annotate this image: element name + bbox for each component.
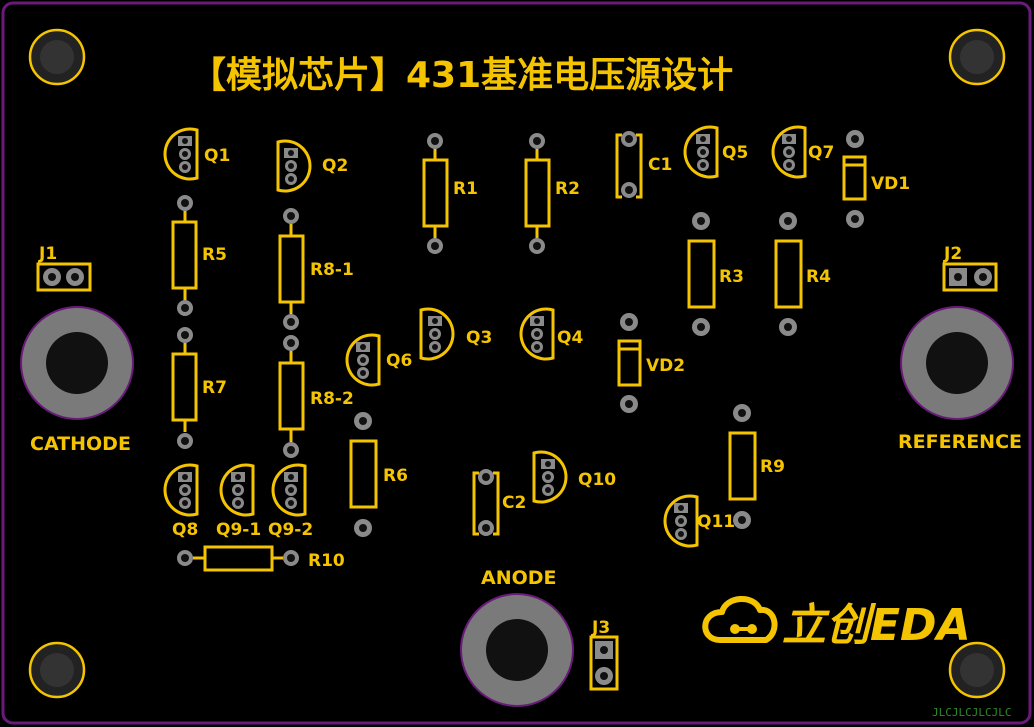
connector-j3[interactable]	[589, 635, 619, 691]
transistor-q8[interactable]	[163, 463, 199, 517]
resistor-r1[interactable]	[422, 133, 449, 254]
r1-label: R1	[453, 179, 478, 199]
vd2-label: VD2	[646, 356, 685, 376]
c1-label: C1	[648, 155, 672, 175]
board-title: 【模拟芯片】431基准电压源设计	[190, 55, 733, 96]
r3-label: R3	[719, 267, 744, 287]
diode-vd2[interactable]	[617, 313, 642, 413]
q7-label: Q7	[808, 143, 834, 163]
capacitor-c1[interactable]	[615, 131, 643, 199]
mounting-hole-bottom-left	[28, 641, 86, 699]
board-marks: JLCJLCJLCJLC	[932, 706, 1011, 719]
r8-1-label: R8-1	[310, 260, 354, 280]
mounting-hole-top-right	[948, 28, 1006, 86]
transistor-q5[interactable]	[683, 125, 719, 179]
q1-label: Q1	[204, 146, 230, 166]
resistor-r6[interactable]	[349, 412, 378, 537]
resistor-r4[interactable]	[774, 212, 803, 336]
mounting-hole-bottom-right	[948, 641, 1006, 699]
resistor-r8-2[interactable]	[278, 335, 305, 458]
reference-terminal[interactable]	[900, 306, 1014, 420]
transistor-q2[interactable]	[276, 139, 312, 193]
vd1-label: VD1	[871, 174, 910, 194]
transistor-q3[interactable]	[419, 307, 455, 361]
q3-label: Q3	[466, 328, 492, 348]
transistor-q4[interactable]	[519, 307, 555, 361]
lceda-logo: 立创EDA	[702, 596, 971, 651]
resistor-r10[interactable]	[177, 545, 299, 572]
q9-2-label: Q9-2	[268, 520, 313, 540]
cathode-terminal[interactable]	[20, 306, 134, 420]
capacitor-c2[interactable]	[472, 469, 500, 536]
q2-label: Q2	[322, 156, 348, 176]
r9-label: R9	[760, 457, 785, 477]
q4-label: Q4	[557, 328, 583, 348]
transistor-q9-2[interactable]	[271, 463, 307, 517]
mounting-hole-top-left	[28, 28, 86, 86]
j1-label: J1	[38, 244, 57, 264]
q5-label: Q5	[722, 143, 748, 163]
j3-label: J3	[591, 618, 610, 638]
diode-vd1[interactable]	[842, 130, 867, 228]
transistor-q9-1[interactable]	[219, 463, 255, 517]
r8-2-label: R8-2	[310, 389, 354, 409]
connector-j1[interactable]	[36, 262, 92, 292]
j2-label: J2	[943, 244, 962, 264]
q8-label: Q8	[172, 520, 198, 540]
resistor-r8-1[interactable]	[278, 208, 305, 330]
resistor-r2[interactable]	[524, 133, 551, 254]
cathode-label: CATHODE	[30, 433, 131, 455]
c2-label: C2	[502, 493, 526, 513]
r2-label: R2	[555, 179, 580, 199]
resistor-r9[interactable]	[728, 404, 757, 529]
transistor-q6[interactable]	[345, 333, 381, 387]
r10-label: R10	[308, 551, 345, 571]
resistor-r7[interactable]	[171, 327, 198, 449]
resistor-r3[interactable]	[687, 212, 716, 336]
cloud-icon	[702, 596, 778, 643]
reference-label: REFERENCE	[898, 431, 1022, 453]
r5-label: R5	[202, 245, 227, 265]
q10-label: Q10	[578, 470, 616, 490]
q6-label: Q6	[386, 351, 412, 371]
transistor-q11[interactable]	[663, 494, 699, 548]
logo-text: 立创EDA	[782, 600, 971, 651]
anode-label: ANODE	[481, 567, 557, 589]
q11-label: Q11	[697, 512, 735, 532]
resistor-r5[interactable]	[171, 195, 198, 316]
q9-1-label: Q9-1	[216, 520, 261, 540]
transistor-q1[interactable]	[163, 127, 199, 181]
transistor-q10[interactable]	[532, 450, 568, 504]
transistor-q7[interactable]	[771, 125, 807, 179]
r6-label: R6	[383, 466, 408, 486]
connector-j2[interactable]	[942, 262, 998, 292]
anode-terminal[interactable]	[460, 593, 574, 707]
r7-label: R7	[202, 378, 227, 398]
r4-label: R4	[806, 267, 831, 287]
